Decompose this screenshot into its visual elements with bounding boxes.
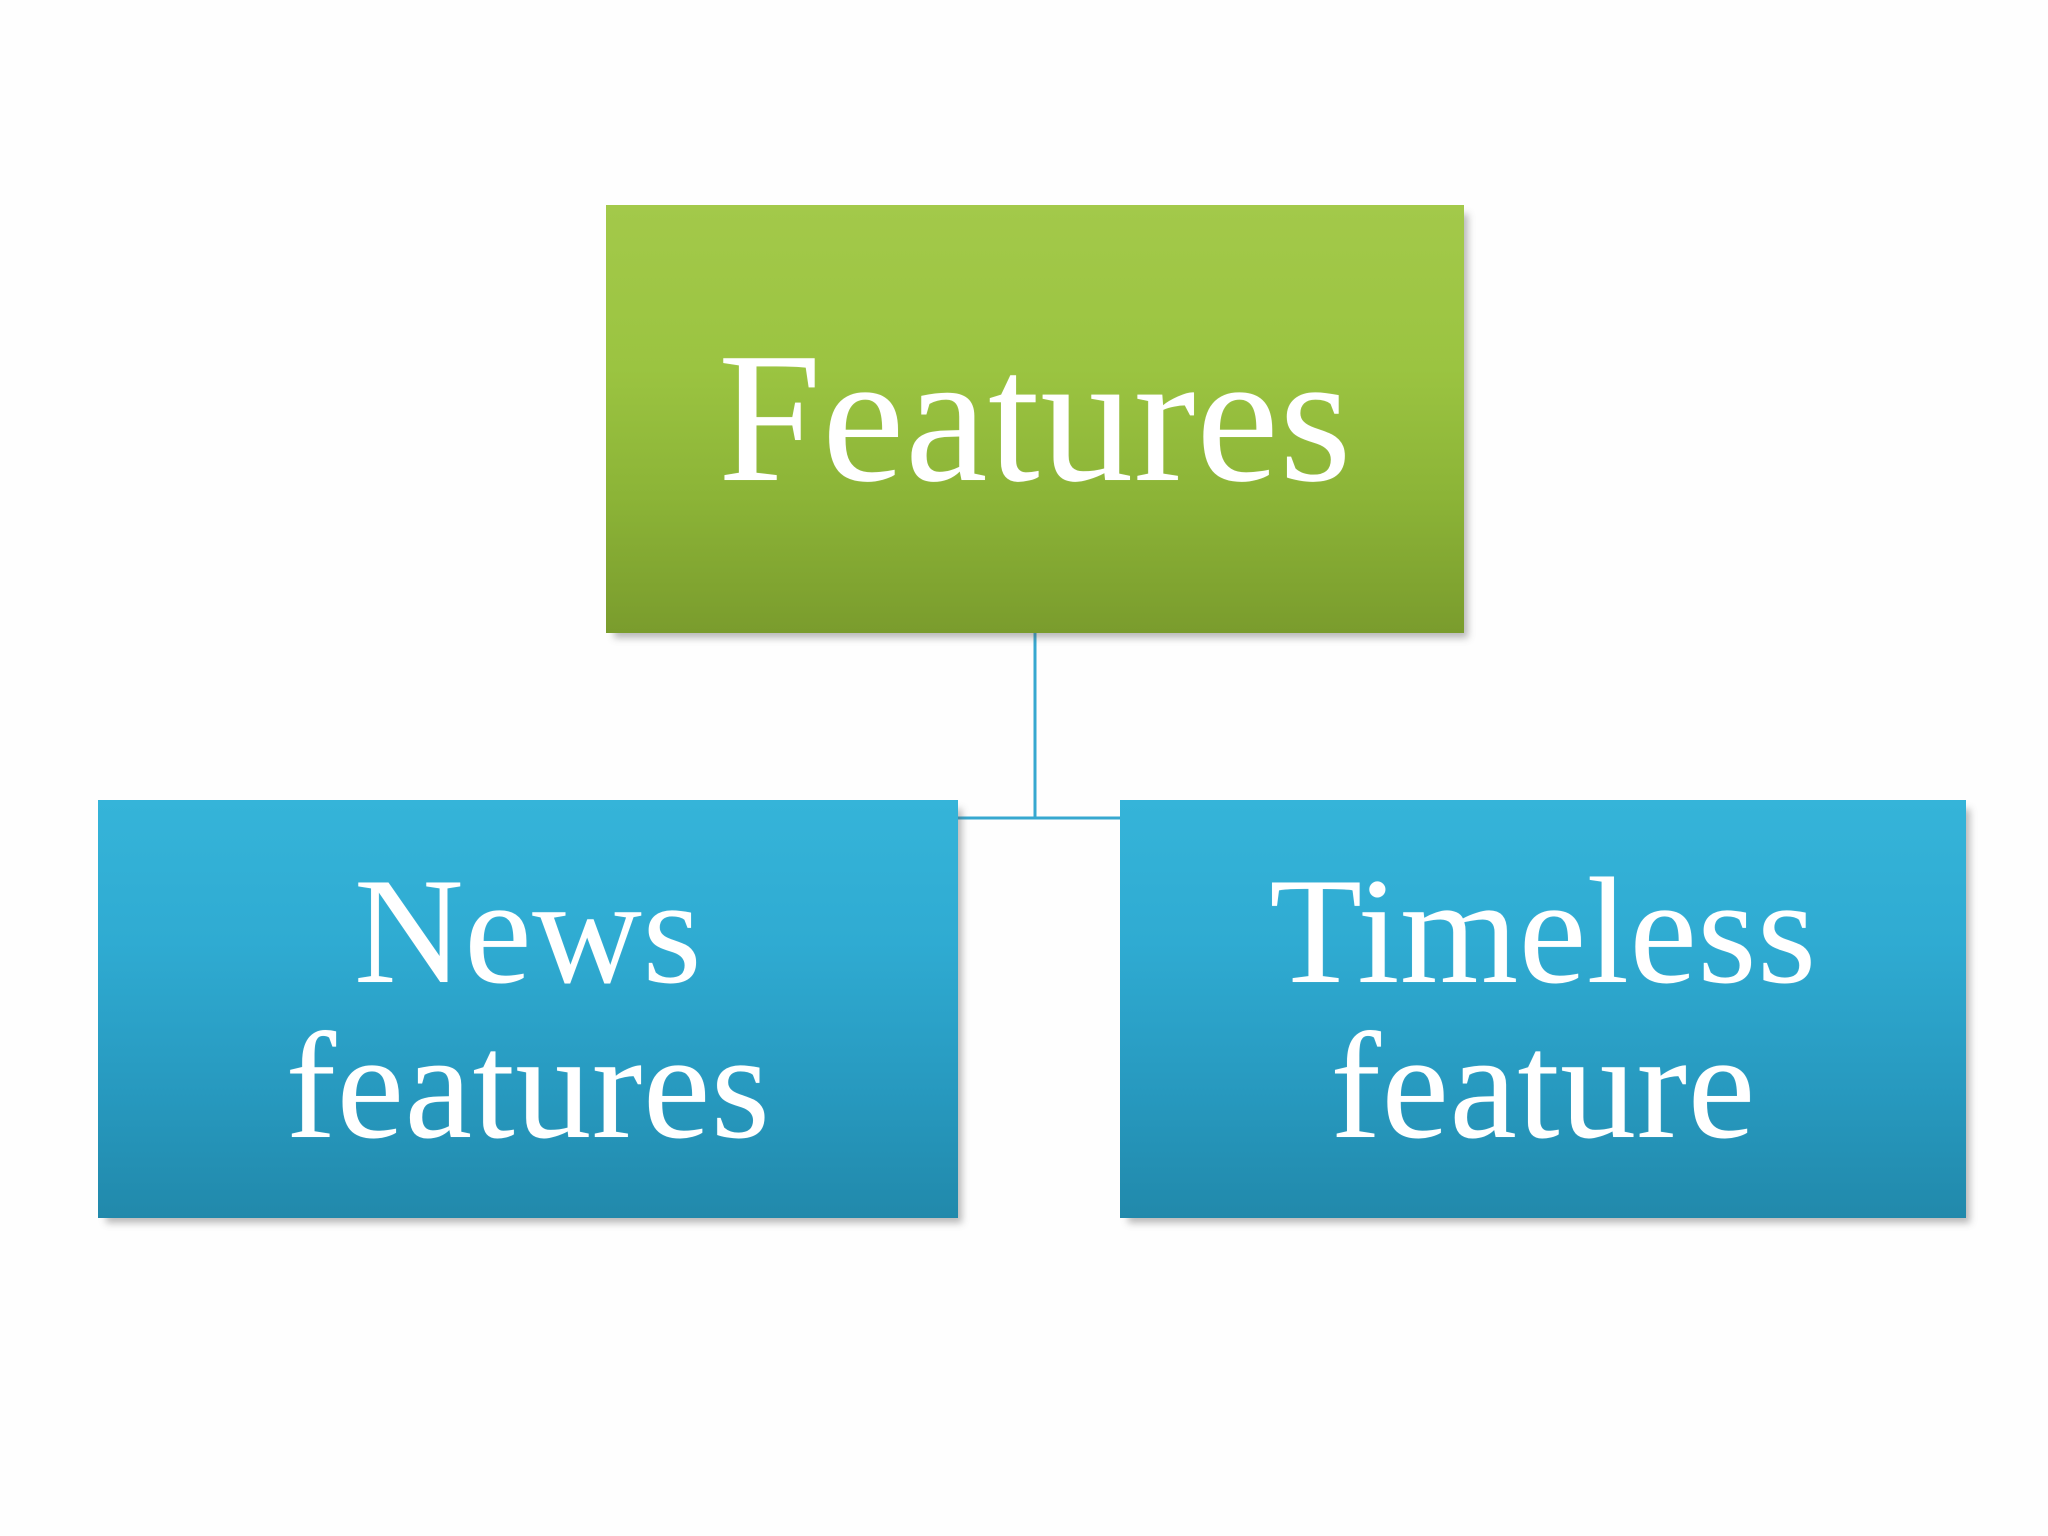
- diagram-node-timeless-feature[interactable]: Timeless feature: [1120, 800, 1966, 1218]
- node-label-timeless-feature: Timeless feature: [1120, 853, 1966, 1164]
- diagram-node-features[interactable]: Features: [606, 205, 1464, 633]
- node-label-news-features-line2: features: [285, 1002, 771, 1170]
- node-label-news-features-line1: News: [353, 846, 703, 1015]
- node-label-timeless-feature-line1: Timeless: [1269, 846, 1817, 1015]
- diagram-node-news-features[interactable]: News features: [98, 800, 958, 1218]
- node-label-news-features: News features: [98, 853, 958, 1164]
- node-label-timeless-feature-line2: feature: [1330, 1002, 1756, 1170]
- node-label-features: Features: [717, 315, 1353, 522]
